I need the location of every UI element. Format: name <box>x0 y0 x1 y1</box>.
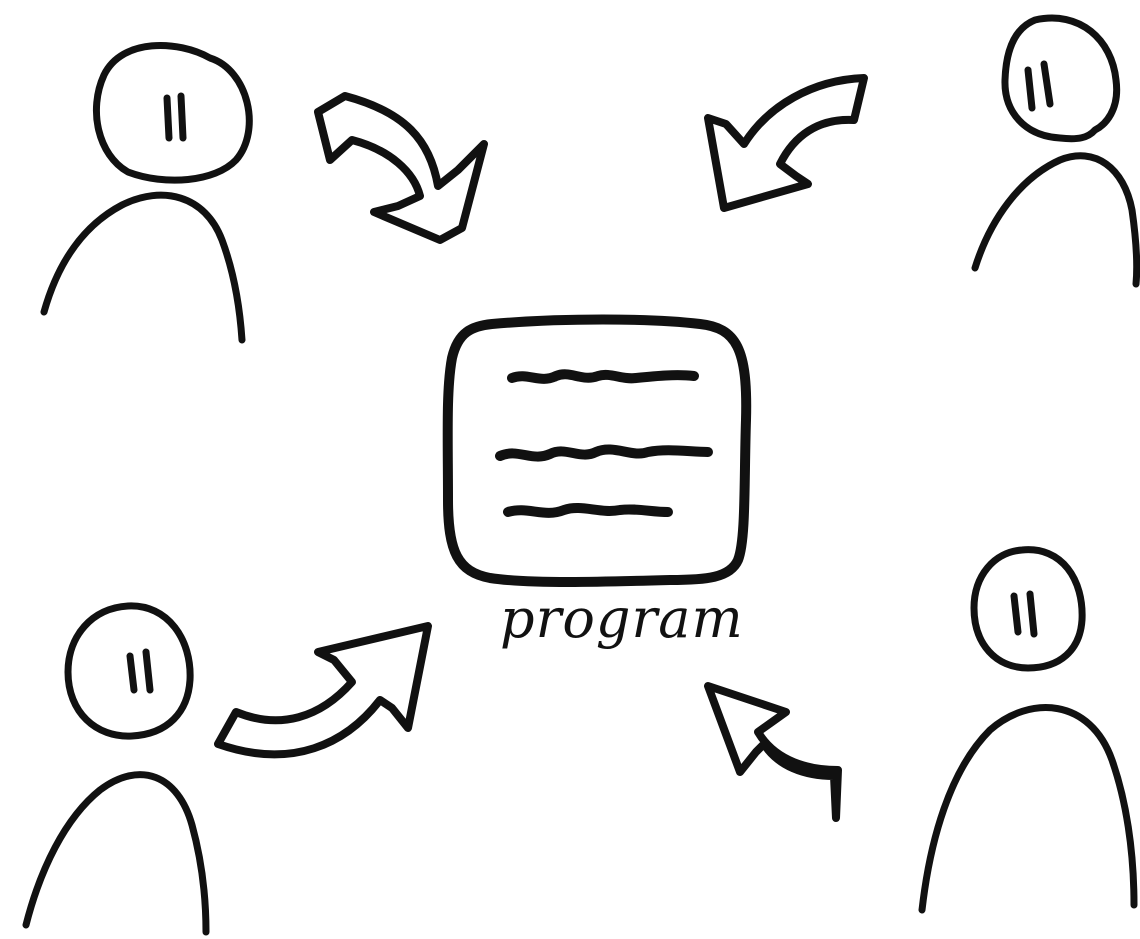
person-head <box>1005 18 1117 139</box>
curved-arrow-icon <box>708 78 864 208</box>
person-icon <box>922 550 1134 910</box>
person-eyes <box>130 652 150 690</box>
program-document <box>448 320 747 583</box>
person-bottom-right <box>922 550 1134 910</box>
document-text-line-1 <box>512 374 694 379</box>
curved-arrow-icon <box>318 96 484 240</box>
person-body <box>26 775 206 932</box>
curved-arrow-icon <box>708 686 838 818</box>
person-head <box>96 45 249 180</box>
person-bottom-left <box>26 606 206 932</box>
person-top-right <box>975 18 1137 284</box>
person-icon <box>975 18 1137 284</box>
person-body <box>975 156 1137 284</box>
arrow-bottom-left-to-program <box>218 626 428 754</box>
person-top-left <box>44 45 249 340</box>
program-label: program <box>500 592 750 646</box>
person-icon <box>26 606 206 932</box>
arrow-top-right-to-program <box>708 78 864 208</box>
arrow-bottom-right-to-program <box>708 686 838 818</box>
person-eyes <box>1028 64 1050 108</box>
curved-arrow-icon <box>218 626 428 754</box>
person-icon <box>44 45 249 340</box>
document-text-line-2 <box>500 449 708 456</box>
person-eyes <box>167 96 183 138</box>
person-body <box>44 195 242 340</box>
document-text-line-3 <box>508 508 668 513</box>
person-eyes <box>1014 594 1034 634</box>
person-body <box>922 708 1134 910</box>
arrow-top-left-to-program <box>318 96 484 240</box>
